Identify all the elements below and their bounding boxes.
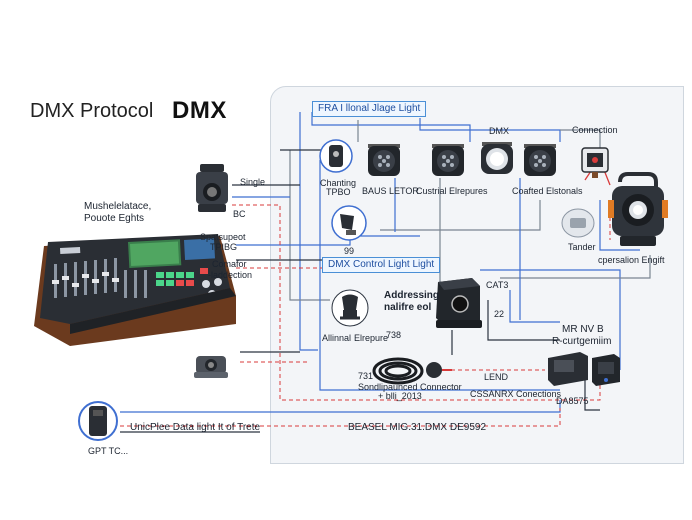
mrnv-label: MR NV B — [562, 324, 604, 335]
blue-wire — [319, 160, 560, 391]
spotlight-icon — [196, 164, 228, 212]
blue-wire — [299, 112, 318, 351]
allinnal-label-2: Elrepure — [354, 333, 389, 343]
dmx-controller-box-icon — [548, 352, 620, 386]
middle-label-box: DMX Control Light Light — [322, 257, 441, 273]
label-731: 731 — [358, 371, 374, 381]
gpt-label: GPT TC... — [88, 446, 129, 456]
lend-label: LEND — [484, 372, 509, 382]
allinnal-label-1: Allinnal — [322, 333, 352, 343]
par-can-icon — [481, 142, 513, 174]
top-label-box: FRA I llonal Jlage Light — [312, 101, 427, 117]
single-label: Single — [240, 177, 266, 187]
cable-coil-icon — [372, 357, 452, 385]
spatsupeot-label-1: Spatsupeot — [200, 232, 246, 242]
coafted-label: Coafted Elstonals — [512, 186, 583, 196]
label-99: 99 — [344, 246, 355, 256]
moving-head-icon — [319, 139, 353, 173]
moving-head-icon — [608, 172, 668, 246]
blue-wire — [599, 200, 640, 251]
connection-label: Connection — [572, 125, 618, 135]
small-camera-icon — [194, 356, 228, 378]
sond-label-2: + blli_2013 — [378, 391, 422, 401]
par-can-icon — [368, 144, 400, 176]
console-label-1: Mushelelatace, — [84, 201, 152, 212]
spatsupeot-label-2: TPIBG — [210, 242, 238, 252]
unicplee-label: UnicPlee Data light It of Trete — [130, 422, 261, 433]
grey-wire — [380, 200, 541, 231]
par-can-icon — [432, 144, 464, 176]
addressing-label-1: Addressing — [384, 290, 440, 301]
dark-wire — [584, 380, 600, 411]
blue-wire — [419, 118, 561, 142]
addressing-label-2: nalifre eol — [384, 302, 432, 313]
red-dashed-wire — [232, 204, 601, 401]
blue-wire — [359, 218, 420, 237]
cat3-label: CAT3 — [486, 280, 509, 290]
spotlight-icon — [331, 289, 369, 327]
rcurtgemiim-label: R-curtgemiim — [552, 336, 612, 347]
red-dashed-wire — [120, 408, 561, 427]
beasel-label: BEASEL MIG.31.DMX DE9592 — [348, 422, 487, 433]
sond-label-1: Sondlipaunced Connector — [358, 382, 462, 392]
tander-label: Tander — [568, 242, 596, 252]
blue-wire — [480, 269, 621, 370]
title-light: DMX Protocol — [30, 100, 154, 122]
spotlight-icon — [331, 205, 367, 241]
power-supply-icon — [436, 278, 482, 328]
da-label: DA8575 — [556, 396, 589, 406]
pipe-clamp-icon — [561, 208, 595, 238]
chanting-label-2: TPBO — [326, 187, 351, 197]
label-22: 22 — [494, 309, 505, 319]
comafor-label-2: -laddection — [208, 270, 253, 280]
cpersalion-label: cpersalion Engift — [598, 255, 665, 265]
cssanrx-label: CSSANRX Conections — [470, 389, 562, 399]
grey-wire — [289, 150, 330, 301]
splitter-icon — [581, 147, 609, 178]
dmx-top-label: DMX — [489, 126, 509, 136]
grey-wire — [500, 255, 651, 279]
blue-wire — [120, 400, 561, 413]
label-738: 738 — [386, 330, 402, 340]
remote-transmitter-icon — [78, 401, 118, 441]
baus-label: BAUS LETOR — [362, 186, 419, 196]
par-can-icon — [524, 144, 556, 176]
chanting-label-1: Chanting — [320, 178, 357, 188]
bc-label: BC — [233, 209, 246, 219]
blue-wire — [509, 290, 560, 323]
title-bold: DMX — [172, 97, 227, 124]
blue-wire — [311, 112, 471, 142]
custrial-label: Custrial Elrepures — [416, 186, 488, 196]
comafor-label-1: Comafor — [212, 259, 247, 269]
console-label-2: Pouote Eghts — [84, 213, 145, 224]
mixing-console-icon — [34, 234, 236, 346]
dark-wire — [487, 300, 560, 341]
